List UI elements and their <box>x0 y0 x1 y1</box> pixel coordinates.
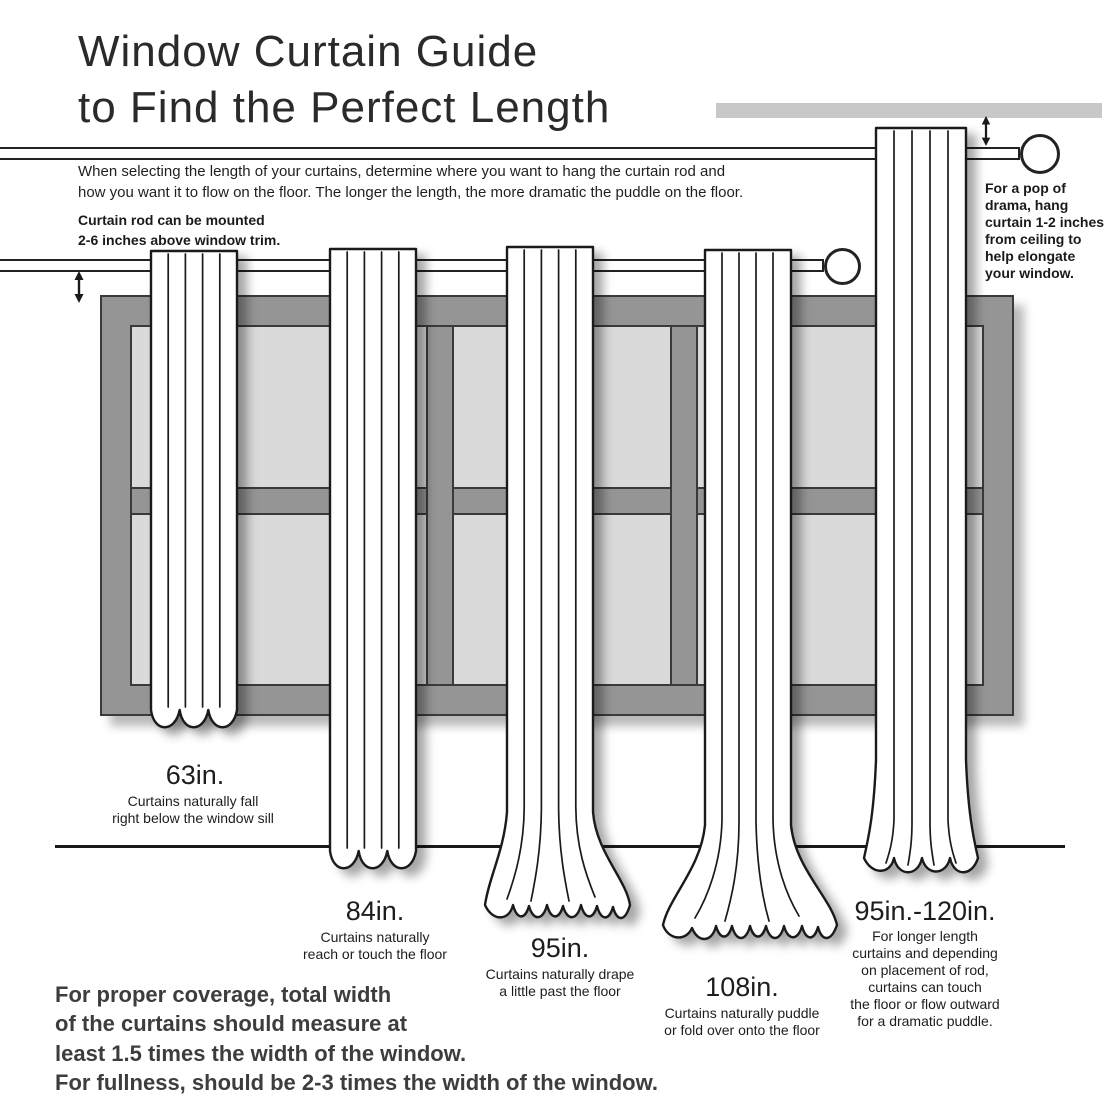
curtain-84in-outline <box>328 247 418 870</box>
rod-gap-arrow-icon <box>74 271 84 303</box>
caption-95in: Curtains naturally drape a little past t… <box>485 966 635 1000</box>
caption-95-120in: For longer length curtains and depending… <box>850 928 1000 1030</box>
curtain-95-120in-folds <box>885 130 957 866</box>
window-mullion-vertical-2 <box>670 327 698 684</box>
window-rod-finial <box>824 248 861 285</box>
curtain-108in-outline <box>661 248 839 941</box>
curtain-95-120in <box>862 126 980 874</box>
size-label-108in: 108in. <box>705 972 779 1002</box>
curtain-84in-folds <box>346 251 400 849</box>
ceiling-drama-note: For a pop of drama, hang curtain 1-2 inc… <box>985 180 1105 282</box>
size-label-84in: 84in. <box>345 896 405 926</box>
curtain-84in <box>328 247 418 870</box>
size-label-95-120in: 95in.-120in. <box>854 896 996 926</box>
ceiling-line <box>716 103 1102 118</box>
size-label-63in: 63in. <box>165 760 225 790</box>
curtain-95in-outline <box>483 245 632 920</box>
ceiling-rod-finial <box>1020 134 1060 174</box>
curtain-108in-folds <box>694 252 800 922</box>
curtain-63in-outline <box>149 249 239 729</box>
curtain-95in-folds <box>506 249 596 902</box>
ceiling-gap-arrow-icon <box>981 116 991 146</box>
caption-63in: Curtains naturally fall right below the … <box>112 793 274 827</box>
page-title-line1: Window Curtain Guide <box>78 27 539 76</box>
ceiling-curtain-rod <box>0 147 1020 160</box>
caption-108in: Curtains naturally puddle or fold over o… <box>664 1005 820 1039</box>
window-mullion-vertical-1 <box>426 327 454 684</box>
page-title-line2: to Find the Perfect Length <box>78 83 611 133</box>
curtain-63in <box>149 249 239 729</box>
curtain-95-120in-outline <box>862 126 980 874</box>
caption-84in: Curtains naturally reach or touch the fl… <box>303 929 447 963</box>
rod-mount-note: Curtain rod can be mounted 2-6 inches ab… <box>78 212 281 248</box>
size-label-95in: 95in. <box>530 933 590 963</box>
curtain-108in <box>661 248 839 941</box>
intro-text: When selecting the length of your curtai… <box>78 163 744 201</box>
coverage-note: For proper coverage, total width of the … <box>55 982 658 1095</box>
curtain-63in-folds <box>167 253 221 708</box>
page-title: Window Curtain Guide to Find the Perfect… <box>78 24 610 137</box>
curtain-95in <box>483 245 632 920</box>
